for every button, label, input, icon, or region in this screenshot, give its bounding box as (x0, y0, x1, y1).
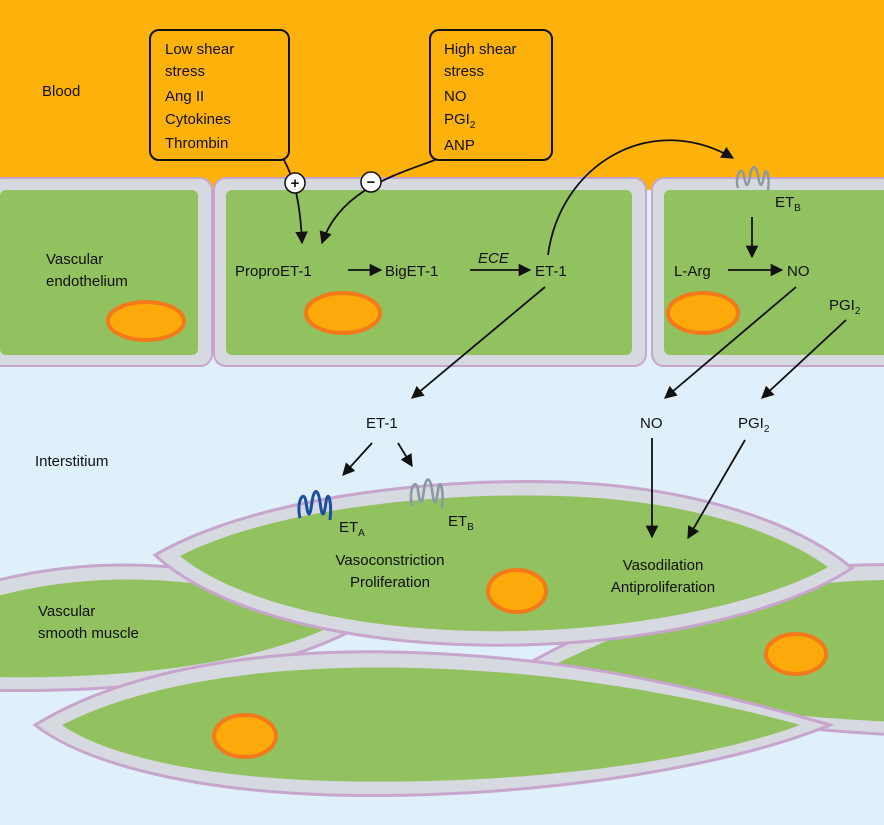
plus-circle (284, 172, 306, 194)
stimulator-line-1: Low shear (165, 41, 234, 58)
arrow-et1-to-etb (397, 442, 413, 468)
no-interstitial-label: NO (640, 415, 663, 432)
eta-label: ETA (339, 519, 365, 539)
inhibitor-line-5: ANP (444, 137, 475, 154)
effect-vasoconstriction: Vasoconstriction (336, 552, 445, 569)
eta-receptor-icon (297, 490, 332, 521)
et1-interstitial-label: ET-1 (366, 415, 398, 432)
label-smooth-muscle-1: Vascular (38, 603, 95, 620)
effect-antiproliferation: Antiproliferation (611, 579, 715, 596)
larg-label: L-Arg (674, 263, 711, 280)
plus-sign: + (291, 175, 300, 192)
stimulator-line-5: Thrombin (165, 135, 228, 152)
inhibitor-line-4: PGI2 (444, 111, 476, 131)
etb-smooth-muscle-label: ETB (448, 513, 474, 533)
stimulators-box: Low shear stress Ang II Cytokines Thromb… (149, 29, 290, 161)
nucleus-sm-bottom (212, 713, 278, 759)
endothelial-cell-left (0, 177, 213, 367)
nucleus-endo-left (106, 300, 186, 342)
effect-proliferation: Proliferation (350, 574, 430, 591)
blood-region (0, 0, 884, 190)
arrow-et1-to-eta (342, 442, 373, 476)
label-interstitium: Interstitium (35, 453, 108, 470)
proproet1-label: ProproET-1 (235, 263, 312, 280)
no-endothelial-label: NO (787, 263, 810, 280)
label-endothelium-1: Vascular (46, 251, 103, 268)
smooth-muscle-cell-main (152, 480, 855, 647)
nucleus-sm-right (764, 632, 828, 676)
arrow-et1-to-etb (547, 139, 735, 256)
arrow-no-to-interstitium (664, 286, 797, 399)
inhibitor-line-1: High shear (444, 41, 517, 58)
effect-vasodilation: Vasodilation (623, 557, 704, 574)
pgi2-endothelial-label: PGI2 (829, 297, 861, 317)
stimulator-line-2: stress (165, 63, 205, 80)
inhibitor-line-3: NO (444, 88, 467, 105)
minus-circle (360, 171, 382, 193)
stimulator-line-3: Ang II (165, 88, 204, 105)
stimulator-line-4: Cytokines (165, 111, 231, 128)
inhibitor-line-2: stress (444, 63, 484, 80)
arrow-et1-to-interstitium (411, 286, 546, 399)
nucleus-endo-middle (304, 291, 382, 335)
inhibitors-box: High shear stress NO PGI2 ANP (429, 29, 553, 161)
arrow-pgi2-to-interstitium (761, 319, 847, 399)
label-endothelium-2: endothelium (46, 273, 128, 290)
minus-sign: − (367, 174, 376, 191)
arrow-pgi2-to-vasodilation (687, 439, 746, 540)
etb-endothelial-label: ETB (775, 194, 801, 214)
nucleus-endo-right (666, 291, 740, 335)
et1-endothelial-label: ET-1 (535, 263, 567, 280)
label-blood: Blood (42, 83, 80, 100)
etb-receptor-smooth-muscle-icon (409, 478, 444, 509)
ece-label: ECE (478, 250, 510, 267)
biget1-label: BigET-1 (385, 263, 438, 280)
pgi2-interstitial-label: PGI2 (738, 415, 770, 435)
etb-receptor-endothelial-icon (735, 165, 770, 191)
label-smooth-muscle-2: smooth muscle (38, 625, 139, 642)
nucleus-sm-main (486, 568, 548, 614)
